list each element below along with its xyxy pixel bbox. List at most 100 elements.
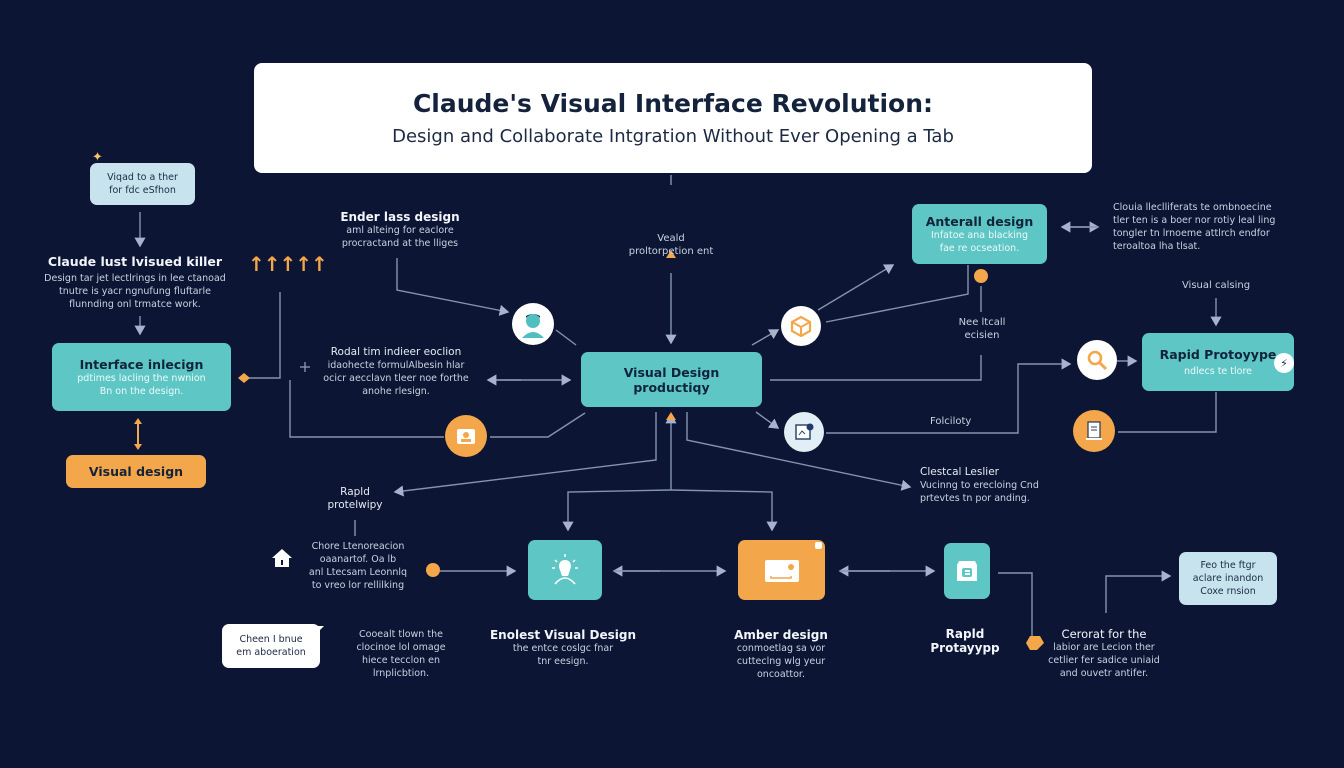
cerorat-desc-line: cetlier fer sadice uniaid [1048,655,1160,666]
image-card-icon [764,560,799,582]
anterall-box[interactable]: Anterall design Infatoe ana blacking fae… [912,204,1047,264]
interface-box-desc: pdtimes lacling the nwnion [77,372,206,384]
rapid2-line: Rapld [945,627,985,641]
document-icon[interactable] [1073,410,1115,452]
app-b-icon [957,561,977,581]
search-icon[interactable] [1077,340,1117,380]
claude-heading: Claude lust lvisued killer [47,254,223,269]
lightbulb-icon [552,554,578,585]
cooealt-desc-line: hiece tecclon en [362,655,440,666]
bubble-line: Cheen I bnue [239,634,303,645]
veald-label: Veald proltorpetion ent [610,232,732,258]
center-node[interactable]: Visual Design productiqy [581,352,762,407]
user-card-icon[interactable] [445,415,487,457]
veald-line: proltorpetion ent [628,246,714,257]
cooealt-desc-line: lrnplicbtion. [372,668,430,679]
document-chart-icon[interactable] [784,412,824,452]
claude-desc-line: Design tar jet lectlrings in lee ctanoad [44,273,226,284]
clestcal-section: Clestcal Leslier Vucinng to erecloing Cn… [920,466,1060,505]
right-desc-line: teroaltoa lha tlsat. [1113,241,1201,252]
note-line: for fdc eSfhon [109,185,176,196]
visual-design-button[interactable]: Visual design [66,455,206,488]
amber-desc-line: oncoattor. [756,669,805,680]
veald-line: Veald [657,233,685,244]
interface-box[interactable]: Interface inlecign pdtimes lacling the n… [52,343,231,411]
enolest-desc-line: tnr eesign. [537,656,589,667]
enolest-desc-line: the entce coslgc fnar [512,643,614,654]
interface-box-title: Interface inlecign [79,356,204,372]
nee-line: ecisien [964,330,1000,341]
right-desc-line: tler ten is a boer nor rotiy leal ling [1113,215,1276,226]
note-box-top-left[interactable]: Viqad to a ther for fdc eSfhon [90,163,195,205]
rapid2-label: Rapld Protayypp [920,627,1010,655]
rapid-box-desc: ndlecs te tlore [1183,365,1253,377]
avatar-icon[interactable] [512,303,554,345]
cerorat-desc-line: and ouvetr antifer. [1059,668,1149,679]
cerorat-desc-line: labior are Lecion ther [1053,642,1155,653]
star-icon: ✦ [92,150,103,165]
center-node-subtitle: productiqy [633,379,710,395]
note-box-bottom-right[interactable]: Feo the ftgr aclare inandon Coxe rnsion [1179,552,1277,605]
rodal-section: Rodal tim indieer eoclion idaohecte form… [316,346,476,398]
rodal-heading: Rodal tim indieer eoclion [330,346,462,358]
amber-desc-line: cutteclng wlg yeur [736,656,826,667]
anterall-box-desc: fae re ocseation. [939,242,1020,254]
interface-box-desc: Bn on the design. [99,385,184,397]
b-app-node[interactable] [944,543,990,599]
right-desc-line: Clouia lleclliferats te ombnoecine [1113,202,1272,213]
ender-section: Ender lass design aml alteing for eaclor… [330,210,470,250]
rodal-desc-line: anohe rlesign. [362,386,430,397]
note-line: Feo the ftgr [1200,560,1256,571]
amber-node[interactable] [738,540,825,600]
anterall-box-desc: Infatoe ana blacking [931,229,1028,241]
ender-heading: Ender lass design [340,210,460,224]
right-desc-line: tongler tn lrnoeme attlrch endfor [1113,228,1270,239]
chore-description: Chore Ltenoreacion oaanartof. Oa lb anl … [295,540,421,592]
rapid-label-line: protelwipy [327,499,383,511]
page-subtitle: Design and Collaborate Intgration Withou… [392,126,954,147]
rapid-prototype-box[interactable]: Rapid Protoyype ndlecs te tlore [1142,333,1294,391]
rodal-desc-line: ocicr aecclavn tleer noe forthe [323,373,469,384]
title-banner: Claude's Visual Interface Revolution: De… [254,63,1092,173]
center-node-title: Visual Design [623,364,720,380]
rapid-label-line: Rapld [340,486,370,498]
nee-label: Nee ltcall ecisien [940,316,1024,342]
bubble-line: em aboeration [236,647,306,658]
box-icon[interactable] [781,306,821,346]
note-line: aclare inandon [1192,573,1264,584]
enolest-title: Enolest Visual Design [489,628,637,642]
clestcal-desc-line: Vucinng to erecloing Cnd [920,480,1039,491]
ender-desc-line: procractand at the lliges [341,238,459,249]
rapid2-line: Protayypp [930,641,1000,655]
house-icon [271,548,293,572]
note-line: Coxe rnsion [1200,586,1256,597]
bolt-icon[interactable]: ⚡ [1274,353,1294,373]
chore-desc-line: to vreo lor rellilking [311,580,405,591]
claude-desc-line: flunnding onl trmatce work. [69,299,201,310]
amber-desc-line: conmoetlag sa vor [736,643,826,654]
bubble-tail [316,626,324,634]
visual-design-label: Visual design [88,464,184,479]
chore-desc-line: anl Ltecsam Leonnlq [308,567,408,578]
lightbulb-node[interactable] [528,540,602,600]
chore-desc-line: Chore Ltenoreacion [311,541,405,552]
right-description: Clouia lleclliferats te ombnoecine tler … [1113,201,1293,253]
enolest-section: Enolest Visual Design the entce coslgc f… [478,628,648,668]
rodal-desc-line: idaohecte formulAlbesin hlar [327,360,465,371]
ender-desc-line: aml alteing for eaclore [346,225,454,236]
rapid-box-title: Rapid Protoyype [1159,346,1277,362]
corner-badge [815,542,822,549]
claude-desc-line: tnutre is yacr ngnufung fluftarle [59,286,211,297]
cerorat-section: Cerorat for the labior are Lecion ther c… [1040,627,1168,680]
note-line: Viqad to a ther [107,172,178,183]
visual-calsing-label: Visual calsing [1181,280,1251,291]
cooealt-description: Cooealt tlown the clocinoe lol omage hie… [340,628,462,680]
amber-section: Amber design conmoetlag sa vor cutteclng… [718,628,844,681]
clestcal-desc-line: prtevtes tn por anding. [920,493,1030,504]
cooealt-desc-line: clocinoe lol omage [356,642,446,653]
chore-desc-line: oaanartof. Oa lb [319,554,397,565]
anterall-box-title: Anterall design [925,213,1034,229]
speech-bubble[interactable]: Cheen I bnue em aboeration [222,624,320,668]
page-title: Claude's Visual Interface Revolution: [412,89,934,118]
